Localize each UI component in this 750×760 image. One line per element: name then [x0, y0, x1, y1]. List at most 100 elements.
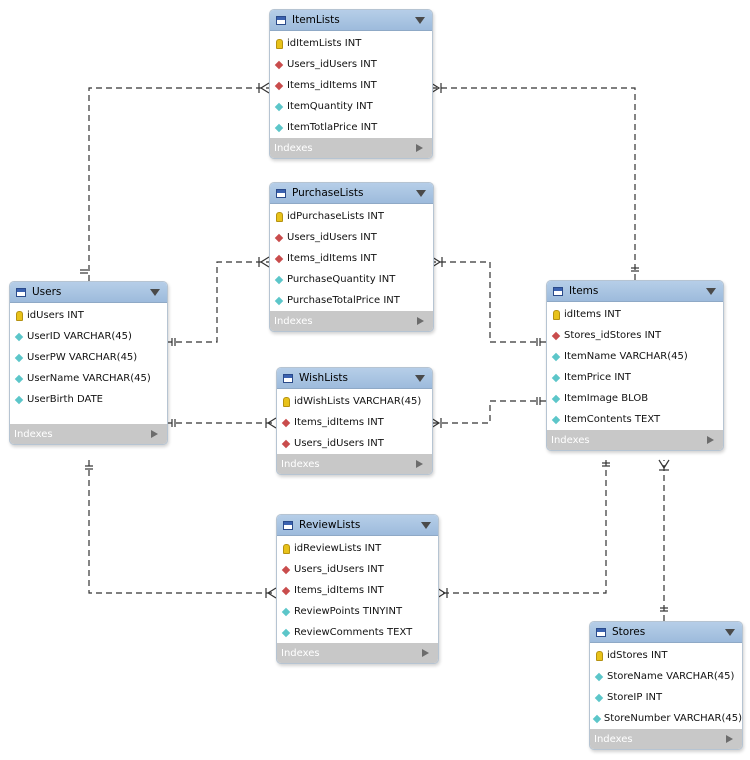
table-icon — [276, 188, 286, 198]
column-row[interactable]: UserBirth DATE — [10, 389, 167, 410]
column-row[interactable]: Users_idUsers INT — [270, 227, 433, 248]
column-row[interactable]: Items_idItems INT — [270, 75, 432, 96]
column-text: ItemContents TEXT — [564, 414, 661, 425]
link-users-reviewlists — [88, 460, 276, 594]
table-purchaselists[interactable]: PurchaseLists idPurchaseLists INT Users_… — [269, 182, 434, 332]
collapse-triangle-icon[interactable] — [415, 375, 425, 382]
column-text: UserName VARCHAR(45) — [27, 373, 151, 384]
table-wishlists[interactable]: WishLists idWishLists VARCHAR(45) Items_… — [276, 367, 433, 475]
column-row[interactable]: Items_idItems INT — [277, 580, 438, 601]
collapse-triangle-icon[interactable] — [421, 522, 431, 529]
column-text: UserBirth DATE — [27, 394, 103, 405]
table-icon — [596, 627, 606, 637]
column-row[interactable]: ItemTotlaPrice INT — [270, 117, 432, 138]
column-icon — [593, 672, 605, 681]
column-row[interactable]: idReviewLists INT — [277, 538, 438, 559]
column-text: Items_idItems INT — [294, 585, 384, 596]
table-name: Items — [569, 285, 599, 297]
column-row[interactable]: idStores INT — [590, 645, 742, 666]
table-itemlists[interactable]: ItemLists idItemLists INT Users_idUsers … — [269, 9, 433, 159]
column-row[interactable]: StoreNumber VARCHAR(45) — [590, 708, 742, 729]
collapse-triangle-icon[interactable] — [416, 190, 426, 197]
column-row[interactable]: Users_idUsers INT — [277, 559, 438, 580]
link-items-purchaselists — [432, 261, 546, 343]
column-row[interactable]: UserID VARCHAR(45) — [10, 326, 167, 347]
many-mark — [430, 417, 441, 429]
foreign-key-icon — [280, 418, 292, 427]
expand-triangle-icon[interactable] — [422, 649, 429, 657]
expand-triangle-icon[interactable] — [416, 144, 423, 152]
table-header[interactable]: PurchaseLists — [270, 183, 433, 204]
column-row[interactable]: ReviewPoints TINYINT — [277, 601, 438, 622]
primary-key-icon — [273, 211, 285, 222]
table-header[interactable]: ReviewLists — [277, 515, 438, 536]
collapse-triangle-icon[interactable] — [150, 289, 160, 296]
column-row[interactable]: ItemPrice INT — [547, 367, 723, 388]
column-row[interactable]: idUsers INT — [10, 305, 167, 326]
column-row[interactable]: Items_idItems INT — [277, 412, 432, 433]
column-row[interactable]: UserPW VARCHAR(45) — [10, 347, 167, 368]
table-stores[interactable]: Stores idStores INT StoreName VARCHAR(45… — [589, 621, 743, 750]
indexes-label: Indexes — [274, 142, 313, 154]
collapse-triangle-icon[interactable] — [415, 17, 425, 24]
column-icon — [280, 628, 292, 637]
indexes-section[interactable]: Indexes — [547, 430, 723, 450]
collapse-triangle-icon[interactable] — [706, 288, 716, 295]
expand-triangle-icon[interactable] — [416, 460, 423, 468]
link-items-reviewlists — [437, 460, 607, 594]
column-row[interactable]: StoreIP INT — [590, 687, 742, 708]
column-row[interactable]: Users_idUsers INT — [277, 433, 432, 454]
column-text: PurchaseQuantity INT — [287, 274, 396, 285]
indexes-section[interactable]: Indexes — [10, 424, 167, 444]
expand-triangle-icon[interactable] — [151, 430, 158, 438]
many-mark — [259, 256, 270, 268]
column-list: idPurchaseLists INT Users_idUsers INT It… — [270, 204, 433, 311]
table-header[interactable]: ItemLists — [270, 10, 432, 31]
expand-triangle-icon[interactable] — [417, 317, 424, 325]
column-row[interactable]: PurchaseTotalPrice INT — [270, 290, 433, 311]
table-header[interactable]: Items — [547, 281, 723, 302]
column-row[interactable]: ItemImage BLOB — [547, 388, 723, 409]
table-users[interactable]: Users idUsers INT UserID VARCHAR(45) Use… — [9, 281, 168, 445]
column-row[interactable]: idPurchaseLists INT — [270, 206, 433, 227]
link-items-itemlists — [431, 87, 636, 280]
column-row[interactable]: ReviewComments TEXT — [277, 622, 438, 643]
column-row[interactable]: UserName VARCHAR(45) — [10, 368, 167, 389]
indexes-section[interactable]: Indexes — [270, 138, 432, 158]
foreign-key-icon — [273, 81, 285, 90]
column-row[interactable]: idItemLists INT — [270, 33, 432, 54]
column-list: idUsers INT UserID VARCHAR(45) UserPW VA… — [10, 303, 167, 410]
table-icon — [283, 373, 293, 383]
column-row[interactable]: ItemName VARCHAR(45) — [547, 346, 723, 367]
table-icon — [283, 520, 293, 530]
column-row[interactable]: ItemContents TEXT — [547, 409, 723, 430]
column-row[interactable]: StoreName VARCHAR(45) — [590, 666, 742, 687]
table-header[interactable]: Stores — [590, 622, 742, 643]
column-text: StoreName VARCHAR(45) — [607, 671, 735, 682]
indexes-section[interactable]: Indexes — [270, 311, 433, 331]
column-row[interactable]: ItemQuantity INT — [270, 96, 432, 117]
expand-triangle-icon[interactable] — [726, 735, 733, 743]
column-text: ItemQuantity INT — [287, 101, 373, 112]
indexes-section[interactable]: Indexes — [590, 729, 742, 749]
table-header[interactable]: WishLists — [277, 368, 432, 389]
column-text: idItems INT — [564, 309, 621, 320]
column-row[interactable]: Stores_idStores INT — [547, 325, 723, 346]
column-row[interactable]: Items_idItems INT — [270, 248, 433, 269]
collapse-triangle-icon[interactable] — [725, 629, 735, 636]
indexes-section[interactable]: Indexes — [277, 643, 438, 663]
column-row[interactable]: Users_idUsers INT — [270, 54, 432, 75]
table-header[interactable]: Users — [10, 282, 167, 303]
expand-triangle-icon[interactable] — [707, 436, 714, 444]
column-text: UserID VARCHAR(45) — [27, 331, 132, 342]
column-text: ItemPrice INT — [564, 372, 631, 383]
indexes-section[interactable]: Indexes — [277, 454, 432, 474]
table-reviewlists[interactable]: ReviewLists idReviewLists INT Users_idUs… — [276, 514, 439, 664]
table-items[interactable]: Items idItems INT Stores_idStores INT It… — [546, 280, 724, 451]
column-row[interactable]: PurchaseQuantity INT — [270, 269, 433, 290]
indexes-label: Indexes — [551, 434, 590, 446]
column-row[interactable]: idItems INT — [547, 304, 723, 325]
column-text: Items_idItems INT — [294, 417, 384, 428]
column-row[interactable]: idWishLists VARCHAR(45) — [277, 391, 432, 412]
table-name: WishLists — [299, 372, 349, 384]
